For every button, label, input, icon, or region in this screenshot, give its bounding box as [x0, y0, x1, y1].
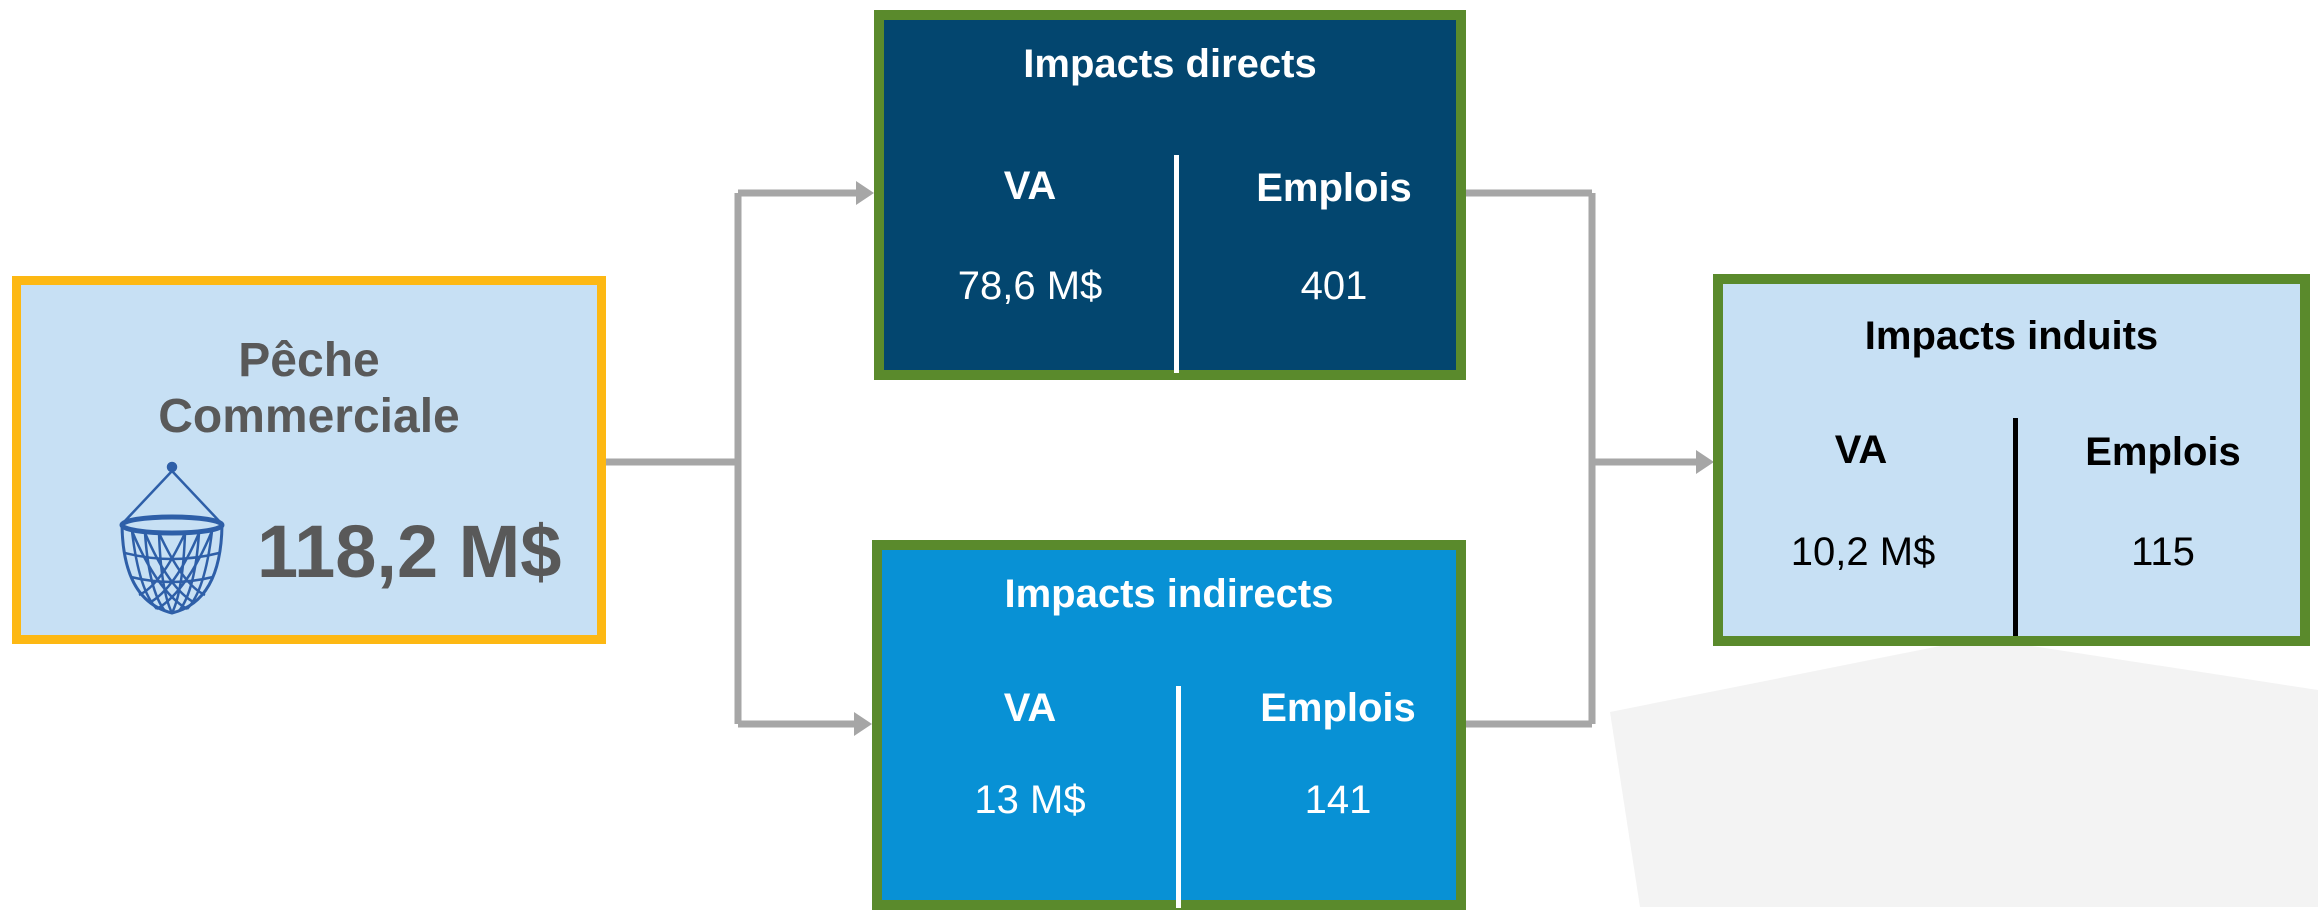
- direct-jobs-value: 401: [1300, 264, 1368, 308]
- induced-va-value: 10,2 M$: [1790, 530, 1936, 574]
- source-name-line2: Commerciale: [158, 390, 460, 443]
- induced-jobs-value: 115: [2131, 530, 2195, 574]
- indirect-divider: [1176, 686, 1181, 908]
- arrowhead-indirect: [854, 712, 872, 736]
- source-name: Pêche Commerciale: [21, 333, 597, 445]
- source-box: Pêche Commerciale: [12, 276, 606, 644]
- direct-impacts-box: Impacts directs VA Emplois 78,6 M$ 401: [874, 10, 1466, 380]
- indirect-title: Impacts indirects: [1004, 572, 1334, 616]
- induced-divider: [2013, 418, 2018, 636]
- arrowhead-induced: [1696, 450, 1714, 474]
- fishing-net-icon: [119, 461, 225, 615]
- induced-impacts-box: Impacts induits VA Emplois 10,2 M$ 115: [1713, 274, 2310, 646]
- direct-jobs-label: Emplois: [1256, 166, 1412, 210]
- indirect-jobs-label: Emplois: [1260, 686, 1416, 730]
- source-value: 118,2 M$: [257, 510, 562, 593]
- induced-va-label: VA: [1834, 428, 1888, 472]
- indirect-impacts-box: Impacts indirects VA Emplois 13 M$ 141: [872, 540, 1466, 910]
- direct-va-value: 78,6 M$: [957, 264, 1103, 308]
- indirect-jobs-value: 141: [1304, 778, 1372, 822]
- source-name-line1: Pêche: [238, 334, 380, 387]
- indirect-va-label: VA: [1003, 686, 1057, 730]
- indirect-va-value: 13 M$: [974, 778, 1086, 822]
- direct-va-label: VA: [1003, 164, 1057, 208]
- induced-jobs-label: Emplois: [2085, 430, 2241, 474]
- direct-title: Impacts directs: [1023, 42, 1317, 86]
- arrowhead-direct: [856, 181, 874, 205]
- induced-title: Impacts induits: [1864, 314, 2159, 358]
- direct-divider: [1174, 155, 1179, 373]
